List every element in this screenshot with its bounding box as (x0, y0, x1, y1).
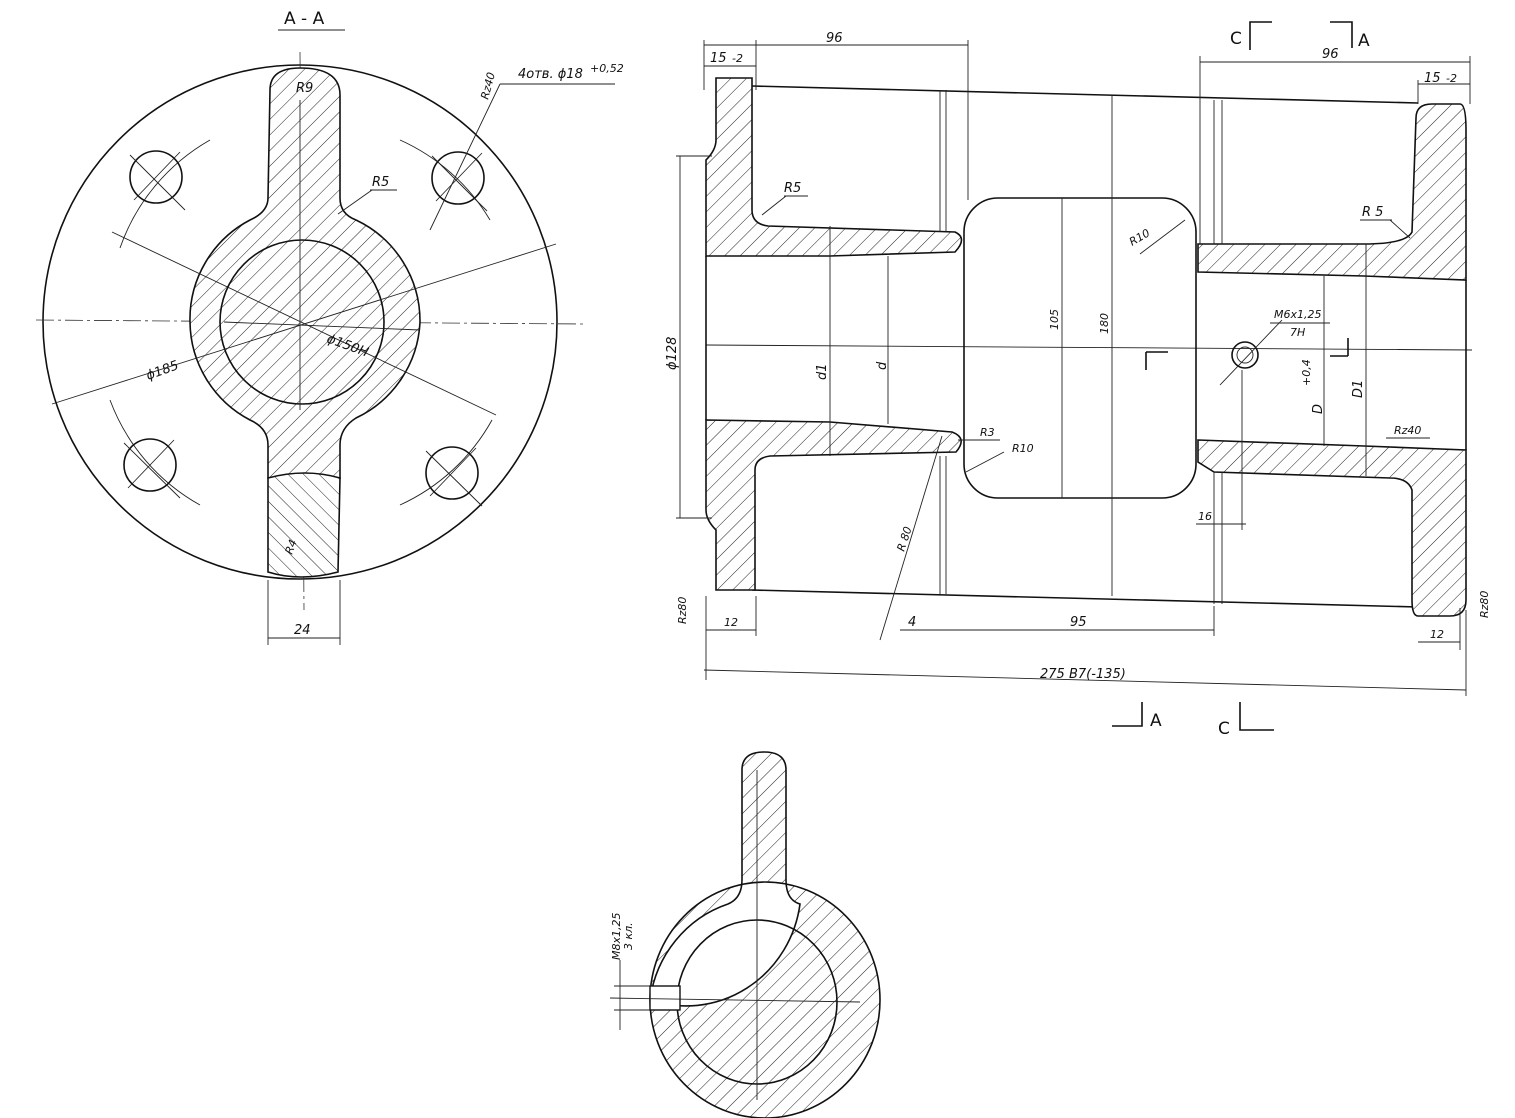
thread-fit: 7Н (1290, 326, 1305, 339)
front-view: С А (665, 21, 1491, 739)
section-c-view: М8х1,25 3 кл. (609, 751, 881, 1118)
right-flange-bottom (1197, 439, 1467, 617)
section-c-ring (649, 751, 881, 1118)
roughness-right-bottom: Rz80 (1478, 591, 1491, 618)
cut-c-bottom: С (1218, 719, 1230, 739)
dim-180-label: 180 (1098, 313, 1111, 334)
right-flange-top (1197, 103, 1467, 281)
thread-hole (1231, 341, 1259, 369)
roughness-left-bottom: Rz80 (676, 597, 689, 624)
dim-105-label: 105 (1048, 309, 1061, 330)
cut-c-top: С (1230, 29, 1242, 49)
bolt-hole (431, 151, 488, 212)
r9-label: R9 (296, 81, 313, 96)
dim-16-label: 16 (1198, 510, 1212, 523)
arm-section (267, 472, 341, 578)
section-a-marker (1330, 21, 1353, 48)
bolt-circle-arc (399, 419, 493, 506)
D1-label: D1 (1351, 380, 1366, 398)
hub-section (189, 67, 421, 479)
dia-185-dimension-line (51, 243, 557, 405)
r80-leader (879, 435, 943, 641)
dim-96-right: 96 (1322, 47, 1339, 62)
r5-left-leader (761, 195, 787, 216)
bolt-circle-dimension-line (111, 231, 497, 416)
d1-label: d1 (815, 363, 830, 380)
dim-15-left-tol: -2 (732, 52, 743, 65)
bolt-hole (129, 150, 186, 211)
cut-a-top: А (1358, 31, 1370, 51)
thread-leader (1219, 319, 1283, 386)
overall-dim-line (703, 669, 1467, 691)
bolt-circle-arc (119, 139, 211, 249)
d-label: d (875, 361, 890, 370)
D-tolerance: +0,4 (1300, 359, 1313, 386)
section-aa-view: А - А (35, 9, 624, 645)
section-c-thread-note2: 3 кл. (622, 922, 635, 950)
section-c-thread-hole (649, 985, 681, 1011)
section-aa-title: А - А (284, 9, 325, 29)
r10-top-label: R10 (1127, 227, 1152, 249)
bolt-hole (425, 446, 483, 507)
r10-bot-leader (965, 451, 1005, 473)
dim-15-right: 15 (1424, 71, 1441, 86)
r4-label: R4 (283, 538, 300, 556)
section-a-marker-bottom (1112, 702, 1143, 727)
roughness-right: Rz40 (1394, 424, 1421, 437)
r10-top-leader (1139, 219, 1186, 255)
section-c-thread-note: М8х1,25 (610, 913, 623, 961)
bore-dimension-line (223, 321, 421, 331)
dim-95: 95 (1070, 615, 1087, 630)
D-label: D (1311, 404, 1326, 414)
dim-96-left: 96 (826, 31, 843, 46)
body-bottom-edge (751, 589, 1419, 608)
holes-tolerance: +0,52 (590, 62, 624, 75)
center-window (963, 197, 1197, 499)
overall-dim: 275 B7(-135) (1040, 667, 1126, 682)
dim-15-right-tol: -2 (1446, 72, 1457, 85)
roughness-holes: Rz40 (478, 71, 498, 101)
thread-hole-inner (1236, 346, 1254, 364)
bolt-circle-arc (399, 139, 491, 221)
dim-15-left: 15 (710, 51, 727, 66)
main-axis (705, 344, 1473, 351)
hub-bore (219, 239, 385, 405)
thread-label: М6х1,25 (1274, 308, 1322, 321)
holes-note: 4отв. ϕ18 (518, 67, 583, 82)
cut-a-bottom: А (1150, 711, 1162, 731)
r5-right-leader (1389, 219, 1411, 239)
bolt-hole (123, 438, 181, 499)
r5-label: R5 (372, 175, 389, 190)
r3-label: R3 (980, 426, 995, 439)
body-top-edge (751, 85, 1419, 104)
section-c-marker-bottom (1239, 702, 1274, 731)
dia-185-label: ϕ185 (144, 358, 181, 384)
bolt-circle-arc (109, 399, 201, 506)
holes-leader (429, 83, 501, 231)
r5-left-label: R5 (784, 181, 801, 196)
left-flange-top (705, 77, 963, 257)
dim-4: 4 (908, 615, 916, 630)
r80-label: R 80 (894, 525, 914, 553)
dia-128-label: ϕ128 (665, 337, 680, 370)
r5-right-label: R 5 (1362, 205, 1383, 220)
dim-24-label: 24 (294, 623, 311, 638)
section-c-marker (1249, 21, 1272, 50)
r10-bot-label: R10 (1012, 442, 1034, 455)
dim-12-left: 12 (724, 616, 738, 629)
section-c-horizontal-axis (609, 997, 861, 1003)
r5-leader (337, 189, 373, 215)
left-flange-bottom (705, 419, 962, 591)
dim-12-right: 12 (1430, 628, 1444, 641)
